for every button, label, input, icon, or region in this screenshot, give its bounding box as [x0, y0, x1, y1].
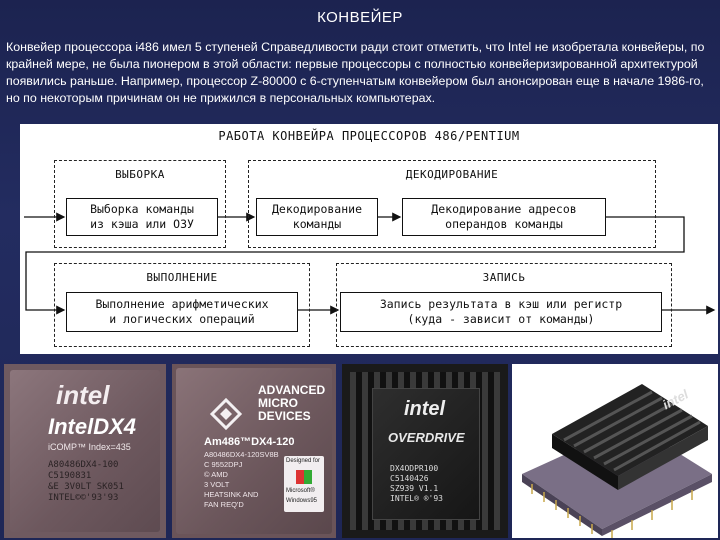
box-fetch-line1: Выборка команды: [67, 202, 217, 217]
box-write: Запись результата в кэш или регистр (куд…: [340, 292, 662, 332]
box-execute: Выполнение арифметических и логических о…: [66, 292, 298, 332]
photo-intel-dx4: intel IntelDX4 iCOMP™ Index=435 A80486DX…: [4, 364, 166, 538]
amd-code3: © AMD: [204, 470, 228, 479]
box-fetch: Выборка команды из кэша или ОЗУ: [66, 198, 218, 236]
chip1-code4: INTEL©©'93'93: [48, 493, 118, 503]
badge-line2: Microsoft®: [286, 488, 315, 494]
box-write-line1: Запись результата в кэш или регистр: [341, 297, 661, 312]
amd-code2: C 9552DPJ: [204, 460, 242, 469]
box-execute-line1: Выполнение арифметических: [67, 297, 297, 312]
chip3-code3: SZ939 V1.1: [390, 484, 438, 493]
box-fetch-line2: из кэша или ОЗУ: [67, 217, 217, 232]
amd-line3: DEVICES: [258, 410, 311, 423]
group-fetch-label: ВЫБОРКА: [54, 168, 226, 181]
windows-flag-icon: [296, 470, 312, 484]
chip3-code2: C5140426: [390, 474, 429, 483]
processor-photos: intel IntelDX4 iCOMP™ Index=435 A80486DX…: [0, 362, 720, 540]
chip1-sub: iCOMP™ Index=435: [48, 442, 131, 452]
amd-model: Am486™DX4-120: [204, 436, 295, 448]
intel-logo: intel: [404, 398, 445, 421]
group-execute-label: ВЫПОЛНЕНИЕ: [54, 271, 310, 284]
group-decode-label: ДЕКОДИРОВАНИЕ: [248, 168, 656, 181]
amd-code6: FAN REQ'D: [204, 500, 244, 509]
slide-title: КОНВЕЙЕР: [0, 9, 720, 26]
photo-amd-486: ADVANCED MICRO DEVICES Am486™DX4-120 A80…: [172, 364, 336, 538]
pipeline-diagram: РАБОТА КОНВЕЙРА ПРОЦЕССОРОВ 486/PENTIUM …: [20, 124, 718, 354]
chip3-code1: DX4ODPR100: [390, 464, 438, 473]
chip3-code4: INTEL® ®'93: [390, 494, 443, 503]
amd-code1: A80486DX4-120SV8B: [204, 450, 279, 459]
photo-heatsink-module: intel: [512, 364, 718, 538]
box-operand: Декодирование адресов операндов команды: [402, 198, 606, 236]
box-decode-line1: Декодирование: [257, 202, 377, 217]
box-operand-line1: Декодирование адресов: [403, 202, 605, 217]
intel-logo: intel: [56, 380, 109, 411]
chip1-name: IntelDX4: [48, 414, 136, 440]
box-execute-line2: и логических операций: [67, 312, 297, 327]
badge-line1: Designed for: [286, 458, 320, 464]
box-decode-line2: команды: [257, 217, 377, 232]
box-decode: Декодирование команды: [256, 198, 378, 236]
amd-code5: HEATSINK AND: [204, 490, 258, 499]
windows-badge: Designed for Microsoft® Windows95: [284, 456, 324, 512]
overdrive-logo: OVERDRIVE: [388, 430, 465, 445]
chip1-code2: C5190831: [48, 471, 91, 481]
amd-logo-icon: [206, 394, 246, 434]
chip1-code3: &E 3V0LT SK051: [48, 482, 124, 492]
photo-intel-overdrive: intel OVERDRIVE DX4ODPR100 C5140426 SZ93…: [342, 364, 508, 538]
chip1-code1: A80486DX4-100: [48, 460, 118, 470]
heatsink-illustration: [512, 364, 718, 538]
amd-code4: 3 VOLT: [204, 480, 229, 489]
diagram-title: РАБОТА КОНВЕЙРА ПРОЦЕССОРОВ 486/PENTIUM: [20, 129, 718, 143]
group-write-label: ЗАПИСЬ: [336, 271, 672, 284]
slide-body-text: Конвейер процессора i486 имел 5 ступеней…: [6, 39, 714, 107]
badge-line3: Windows95: [286, 498, 317, 504]
box-operand-line2: операндов команды: [403, 217, 605, 232]
box-write-line2: (куда - зависит от команды): [341, 312, 661, 327]
